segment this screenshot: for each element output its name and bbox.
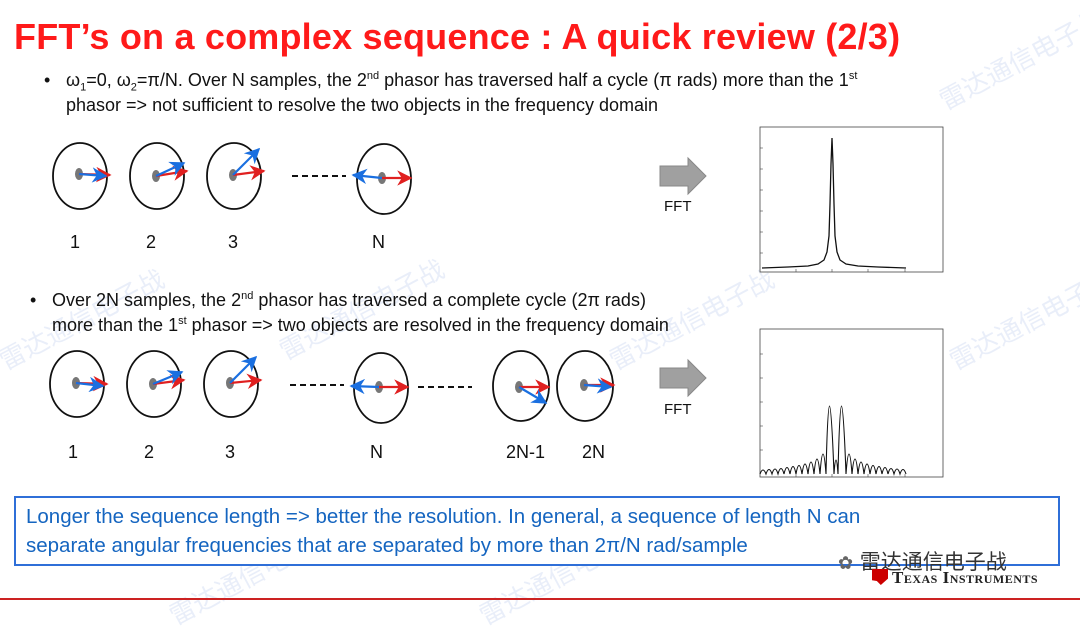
phasor-3-row1 — [206, 142, 266, 210]
phasor-3-row2 — [203, 350, 263, 418]
phasor-2-row1 — [129, 142, 189, 210]
wechat-icon: ✿ — [838, 553, 854, 574]
row2-label: 1 — [68, 442, 79, 462]
row2-label: 2N — [582, 442, 606, 462]
row2-label: 2N-1 — [506, 442, 546, 462]
spectrum-plot-top — [759, 126, 944, 273]
phasor-2N-row2 — [556, 350, 616, 422]
brand-logo: Texas Instruments — [872, 568, 1038, 588]
fft-label: FFT — [664, 198, 692, 215]
phasor-N-row2 — [349, 352, 410, 424]
row1-label: 1 — [70, 232, 81, 252]
row1-label: N — [372, 232, 385, 252]
bullet-2: • Over 2N samples, the 2nd phasor has tr… — [30, 290, 669, 335]
fft-arrow-icon — [659, 156, 707, 196]
spectrum-plot-bottom — [759, 328, 944, 478]
slide: 雷达通信电子战 雷达通信电子战 雷达通信电子战 雷达通信电子战 雷达通信电子战 … — [0, 4, 1080, 632]
row2-label: 3 — [225, 442, 236, 462]
phasor-2-row2 — [126, 350, 186, 418]
summary-line-1: Longer the sequence length => better the… — [26, 505, 861, 528]
row1-label: 2 — [146, 232, 157, 252]
phasor-1-row2 — [49, 350, 109, 418]
bullet-1: • ω1=0, ω2=π/N. Over N samples, the 2nd … — [44, 70, 858, 115]
footer-line — [0, 598, 1080, 600]
phasor-diagrams — [49, 142, 707, 424]
fft-arrow-icon — [659, 358, 707, 398]
summary-box: Longer the sequence length => better the… — [14, 496, 1060, 566]
phasor-1-row1 — [52, 142, 112, 210]
phasor-2N-1-row2 — [492, 350, 551, 422]
ti-logo-icon — [872, 569, 888, 585]
fft-label: FFT — [664, 401, 692, 418]
row2-label: 2 — [144, 442, 155, 462]
summary-line-2: separate angular frequencies that are se… — [26, 534, 748, 557]
slide-title: FFT’s on a complex sequence : A quick re… — [14, 16, 901, 57]
row1-label: 3 — [228, 232, 239, 252]
phasor-N-row1 — [351, 143, 413, 215]
row2-label: N — [370, 442, 383, 462]
bullet-dot: • — [30, 290, 37, 310]
bullet-dot: • — [44, 70, 51, 90]
